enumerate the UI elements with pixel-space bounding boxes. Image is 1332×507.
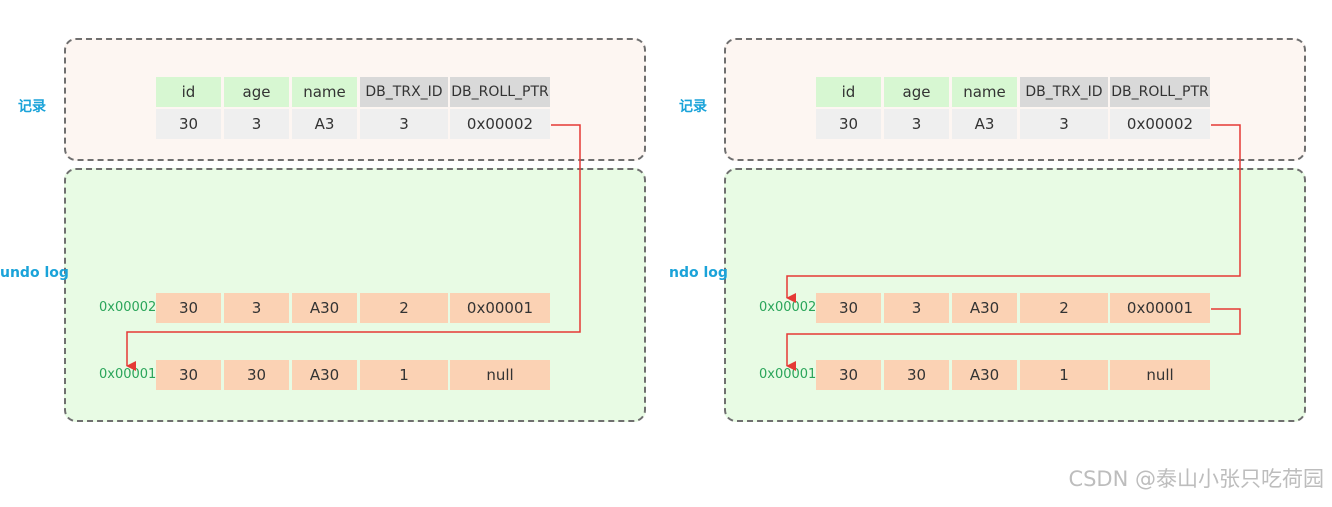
- record-cell-age-right: 3: [884, 109, 949, 139]
- undo-2-age-right: 30: [884, 360, 949, 390]
- undo-2-name-right: A30: [952, 360, 1017, 390]
- undo-2-trx-left: 1: [360, 360, 448, 390]
- header-age-left: age: [224, 77, 289, 107]
- undo-addr-1-left: 0x00002: [99, 300, 157, 315]
- undo-1-name-right: A30: [952, 293, 1017, 323]
- undo-addr-1-right: 0x00002: [759, 300, 817, 315]
- record-label-right: 记录: [679, 99, 707, 115]
- undo-2-age-left: 30: [224, 360, 289, 390]
- undo-1-id-left: 30: [156, 293, 221, 323]
- header-age-right: age: [884, 77, 949, 107]
- record-cell-age-left: 3: [224, 109, 289, 139]
- header-db-trx-id-right: DB_TRX_ID: [1020, 77, 1108, 107]
- record-cell-rollptr-left: 0x00002: [450, 109, 550, 139]
- record-cell-name-left: A3: [292, 109, 357, 139]
- undo-2-name-left: A30: [292, 360, 357, 390]
- undo-1-trx-right: 2: [1020, 293, 1108, 323]
- undo-addr-2-right: 0x00001: [759, 367, 817, 382]
- watermark: CSDN @泰山小张只吃荷园: [1068, 467, 1324, 491]
- undo-1-rollptr-right: 0x00001: [1110, 293, 1210, 323]
- undo-2-rollptr-left: null: [450, 360, 550, 390]
- record-label-left: 记录: [18, 99, 46, 115]
- undo-1-trx-left: 2: [360, 293, 448, 323]
- undo-2-trx-right: 1: [1020, 360, 1108, 390]
- header-id-right: id: [816, 77, 881, 107]
- undo-1-age-left: 3: [224, 293, 289, 323]
- header-db-roll-ptr-left: DB_ROLL_PTR: [450, 77, 550, 107]
- record-cell-trx-left: 3: [360, 109, 448, 139]
- undo-1-rollptr-left: 0x00001: [450, 293, 550, 323]
- undo-log-label-right: ndo log: [669, 265, 728, 281]
- undo-log-label-left: undo log: [0, 265, 69, 281]
- header-name-right: name: [952, 77, 1017, 107]
- undo-1-id-right: 30: [816, 293, 881, 323]
- undo-addr-2-left: 0x00001: [99, 367, 157, 382]
- header-db-trx-id-left: DB_TRX_ID: [360, 77, 448, 107]
- record-cell-rollptr-right: 0x00002: [1110, 109, 1210, 139]
- undo-2-id-right: 30: [816, 360, 881, 390]
- undo-2-id-left: 30: [156, 360, 221, 390]
- undo-1-age-right: 3: [884, 293, 949, 323]
- record-cell-id-right: 30: [816, 109, 881, 139]
- undo-1-name-left: A30: [292, 293, 357, 323]
- record-cell-trx-right: 3: [1020, 109, 1108, 139]
- undo-2-rollptr-right: null: [1110, 360, 1210, 390]
- record-cell-name-right: A3: [952, 109, 1017, 139]
- record-cell-id-left: 30: [156, 109, 221, 139]
- header-name-left: name: [292, 77, 357, 107]
- header-db-roll-ptr-right: DB_ROLL_PTR: [1110, 77, 1210, 107]
- header-id-left: id: [156, 77, 221, 107]
